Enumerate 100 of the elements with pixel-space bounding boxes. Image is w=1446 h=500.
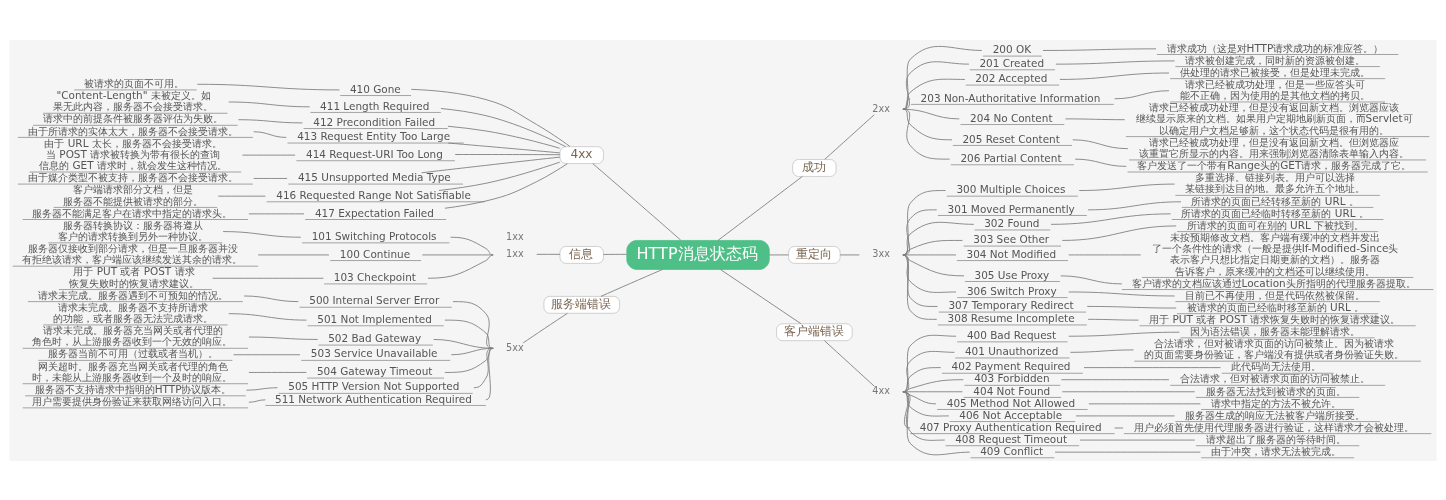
- connector: [902, 221, 975, 255]
- node-text: 403 Forbidden: [974, 371, 1050, 384]
- node-text: 请求未完成。服务器不支持所请求的功能，或者服务器无法完成请求。: [52, 300, 213, 324]
- connector: [243, 295, 299, 302]
- connector: [1114, 427, 1124, 428]
- node-text: 客户请求的文档应该通过Location头所指明的代理服务器提取。: [1131, 276, 1416, 289]
- connector: [248, 336, 319, 340]
- node-text: 请求成功（这是对HTTP请求成功的标准应答。）: [1166, 41, 1384, 54]
- node-text: 网关超时。服务器充当网关或者代理的角色时，未能从上游服务器收到一个及时的响应。: [32, 359, 233, 383]
- node-text: 202 Accepted: [975, 71, 1048, 84]
- node-text: 500 Internal Server Error: [309, 293, 440, 306]
- node-text: 用于 PUT 或者 POST 请求恢复失败时的恢复请求建议。: [68, 264, 199, 289]
- connector: [248, 371, 307, 373]
- node-text: 503 Service Unavailable: [310, 346, 438, 359]
- connector: [421, 156, 561, 173]
- connector: [1055, 60, 1176, 65]
- connector: [248, 398, 266, 403]
- node-text: 502 Bad Gateway: [328, 331, 422, 344]
- node-box: 成功: [792, 158, 837, 177]
- node-text: 404 Not Found: [973, 384, 1051, 397]
- node-text: 请求被创建完成，同时新的资源被创建。: [1185, 53, 1366, 66]
- connector: [1083, 366, 1221, 368]
- node-text: 412 Precondition Failed: [313, 115, 436, 128]
- connector: [1114, 89, 1170, 99]
- node-text: 合法请求，但对被请求页面的访问被禁止。因为被请求的页面需要身份验证，客户端没有提供或者身份验证失败。: [1144, 336, 1404, 360]
- node-text: 由于媒介类型不被支持，服务器不会接受请求。: [27, 170, 238, 183]
- node-text: 合法请求，但对被请求页面的访问被禁止。: [1179, 371, 1370, 384]
- node-text: 303 See Other: [973, 232, 1050, 245]
- node-text: 用于 PUT 或者 POST 请求恢复失败时的恢复请求建议。: [1149, 312, 1401, 325]
- connector: [410, 88, 571, 147]
- connector: [1087, 200, 1182, 210]
- node-text: 请求超出了服务器的等待时间。: [1205, 432, 1346, 445]
- node-text: 103 Checkpoint: [333, 270, 416, 283]
- connector: [257, 254, 330, 255]
- node-text: 414 Request-URI Too Long: [306, 147, 443, 160]
- connector: [824, 339, 875, 387]
- node-text: 此代码尚无法使用。: [1231, 359, 1322, 372]
- node-text: 400 Bad Request: [966, 328, 1057, 341]
- node-text: 所请求的页面已经临时转移至新的 URL 。: [1181, 206, 1369, 219]
- connector: [902, 254, 965, 276]
- connector: [902, 378, 964, 392]
- connector: [1088, 402, 1201, 404]
- node-text: 101 Switching Protocols: [311, 229, 437, 242]
- connector: [1072, 138, 1129, 149]
- node-text: 203 Non-Authoritative Information: [920, 91, 1101, 103]
- node-text: 3xx: [872, 247, 890, 259]
- connector: [440, 107, 567, 147]
- connector: [444, 319, 494, 349]
- connector: [522, 312, 568, 343]
- connector: [1061, 378, 1170, 380]
- node-text: 402 Payment Required: [951, 359, 1071, 372]
- node-text: 411 Length Required: [320, 99, 430, 112]
- node-text: 请求已经被成功处理，但是一些应答头可能不正确，因为使用的是其他文档的拷贝。: [1179, 77, 1370, 101]
- node-text: 100 Continue: [339, 247, 411, 260]
- connector: [1078, 183, 1176, 191]
- connector: [427, 254, 494, 279]
- connector: [1068, 331, 1180, 337]
- connector: [717, 175, 803, 241]
- node-text: 1xx: [506, 247, 524, 259]
- node-text: 305 Use Proxy: [974, 268, 1050, 281]
- node-text: 所请求的页面已经转移至新的 URL 。: [1191, 194, 1359, 207]
- node-text: 服务器不能满足客户在请求中指定的请求头。: [32, 206, 233, 219]
- node-text: 408 Request Timeout: [955, 432, 1067, 445]
- connector: [447, 125, 561, 149]
- connector: [839, 254, 860, 255]
- connector: [438, 161, 561, 191]
- connector: [196, 83, 340, 90]
- node-text: 415 Unsupported Media Type: [297, 170, 451, 183]
- node-text: 406 Not Acceptable: [959, 408, 1063, 421]
- node-text: 417 Expectation Failed: [314, 206, 434, 219]
- node-text: 请求已经被成功处理，但是没有返回新文档。浏览器应该继续显示原来的文档。如果用户定期地刷新页面，而Servlet可以确定用户文档足够新，这个状态代码是很有用的。: [1135, 100, 1413, 136]
- connector: [447, 142, 561, 153]
- connector: [902, 60, 970, 110]
- node-text: 304 Not Modified: [966, 247, 1057, 260]
- node-box: 信息: [559, 245, 604, 264]
- node-text: 4xx: [872, 384, 890, 396]
- node-text: 504 Gateway Timeout: [316, 364, 433, 377]
- node-text: 请求已经被成功处理，但是没有返回新文档。但浏览器应该重置它所显示的内容。用来强制浏览器清除表单输入内容。: [1138, 135, 1409, 159]
- connector: [902, 334, 957, 392]
- node-text: 服务器无法找到被请求的页面。: [1205, 384, 1346, 397]
- node-text: 由于冲突，请求无法被完成。: [1210, 444, 1341, 457]
- node-text: 请求未完成。服务器充当网关或者代理的角色时，从上游服务器收到一个无效的响应。: [32, 323, 233, 347]
- node-text: 501 Not Implemented: [317, 312, 432, 325]
- connector: [217, 195, 266, 197]
- node-text: 302 Found: [984, 216, 1040, 229]
- node-text: 206 Partial Content: [960, 151, 1062, 164]
- connector: [450, 236, 494, 255]
- node-box: HTTP消息状态码: [626, 239, 770, 270]
- connector: [1042, 47, 1157, 51]
- node-text: 205 Reset Content: [962, 132, 1060, 145]
- node-box: 重定向: [788, 245, 841, 264]
- node-text: 204 No Content: [970, 111, 1053, 124]
- node-text: 用户必须首先使用代理服务器进行验证，这样请求才会被处理。: [1133, 420, 1414, 433]
- node-text: 服务器生成的响应无法被客户端所接受。: [1185, 408, 1366, 421]
- connector: [1060, 274, 1123, 284]
- node-text: 505 HTTP Version Not Supported: [288, 379, 460, 392]
- node-text: 所请求的页面可在别的 URL 下被找到。: [1186, 218, 1365, 231]
- node-text: 服务器当前不可用（过载或者当机）。: [48, 346, 219, 359]
- node-text: 201 Created: [979, 56, 1045, 69]
- node-text: 511 Network Authentication Required: [275, 392, 472, 405]
